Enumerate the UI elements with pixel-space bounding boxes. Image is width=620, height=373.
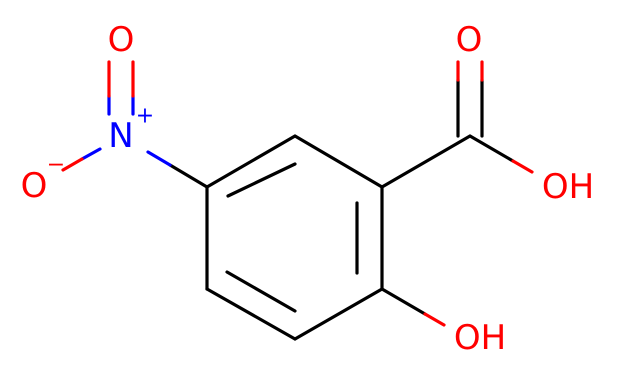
nitro-oxygen-left-charge: − (47, 153, 65, 178)
ring-bond-c3-c4-inner (225, 270, 297, 313)
bond-carboxyl-c-o-red (511, 159, 534, 174)
ring-bond-c5-c6-inner (226, 162, 297, 198)
bond-ring-to-nitrogen-blue (146, 150, 172, 167)
bond-ring-to-phenol-o (380, 287, 427, 316)
carboxylic-acid-group: O OH (380, 20, 594, 207)
benzene-ring (205, 134, 384, 341)
bond-n-o-left-red (61, 157, 84, 172)
bond-ring-to-carboxyl (380, 134, 472, 189)
bond-ring-to-nitrogen (168, 163, 209, 189)
carbonyl-oxygen-label: O (456, 20, 483, 60)
ring-bond-c2-c3 (293, 287, 384, 341)
phenol-hydroxyl-label: OH (454, 318, 506, 358)
phenol-hydroxyl-group: OH (380, 287, 506, 358)
bond-n-o-left-blue (80, 147, 102, 161)
nitro-oxygen-top-label: O (108, 20, 135, 60)
ring-bond-c6-c1 (293, 134, 384, 189)
nitro-group: N + O O − (21, 20, 209, 206)
nitro-oxygen-left-label: O (21, 166, 48, 206)
nitro-nitrogen-label: N (108, 116, 133, 156)
nitro-nitrogen-charge: + (136, 104, 154, 129)
bond-carboxyl-c-o (468, 134, 515, 163)
ring-bond-c3-c4 (205, 287, 297, 341)
ring-bond-c5-c6 (205, 134, 297, 189)
acid-hydroxyl-label: OH (542, 167, 594, 207)
bond-ring-to-phenol-o-red (423, 312, 446, 327)
